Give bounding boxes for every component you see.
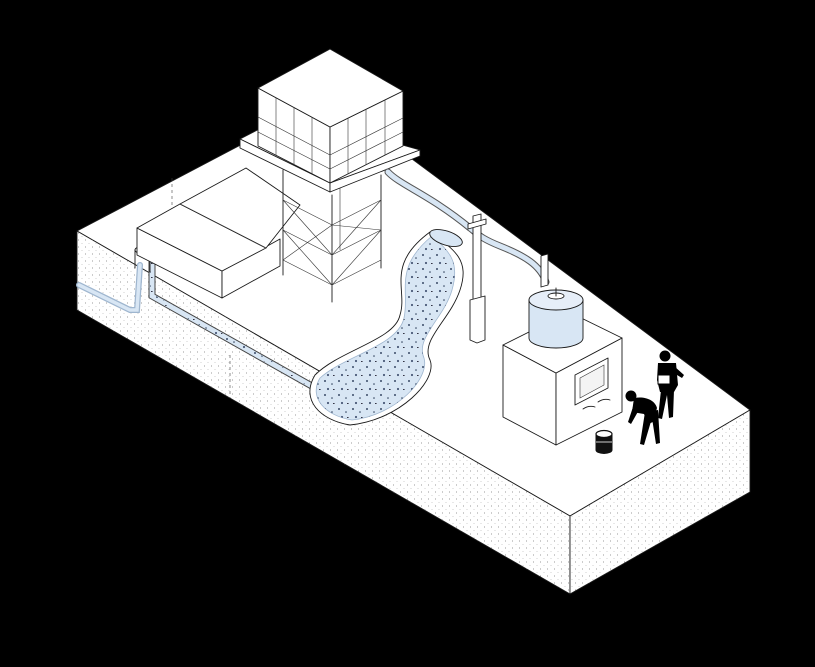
barrel-body [595,434,613,454]
figure-head [625,390,637,402]
house [136,167,301,299]
barrel [595,429,613,454]
water-tower [239,48,421,303]
house-ridge [179,203,267,249]
barrel-top [595,429,613,439]
tank-panel-grid [257,98,404,174]
tower-bracing [282,199,382,286]
tower-platform-edge [329,149,421,193]
channel-sediment [316,236,455,420]
utility-post-base [469,295,486,344]
water-channel [309,229,464,426]
figure-arm [672,366,684,378]
utility-post-crossbar [467,218,487,230]
pipe-sediment [150,262,334,400]
unit-firebox-inner [579,364,605,399]
figure-arm [628,404,640,424]
figure-legs [658,390,674,419]
figure-legs [640,410,660,445]
pipe-tube [77,263,142,312]
unit-tank-body [528,299,584,349]
overhead-pipe [384,168,550,344]
treatment-unit [502,287,623,446]
figure-standing [657,350,684,419]
slab-right-face-texture [570,410,750,594]
figure-head [659,350,671,362]
channel-inlet [429,229,463,247]
figure-bending [625,390,660,445]
pipe-support-post [540,253,549,288]
figure-bag [657,374,671,385]
unit-vent [582,405,596,410]
unit-vent [597,398,611,403]
